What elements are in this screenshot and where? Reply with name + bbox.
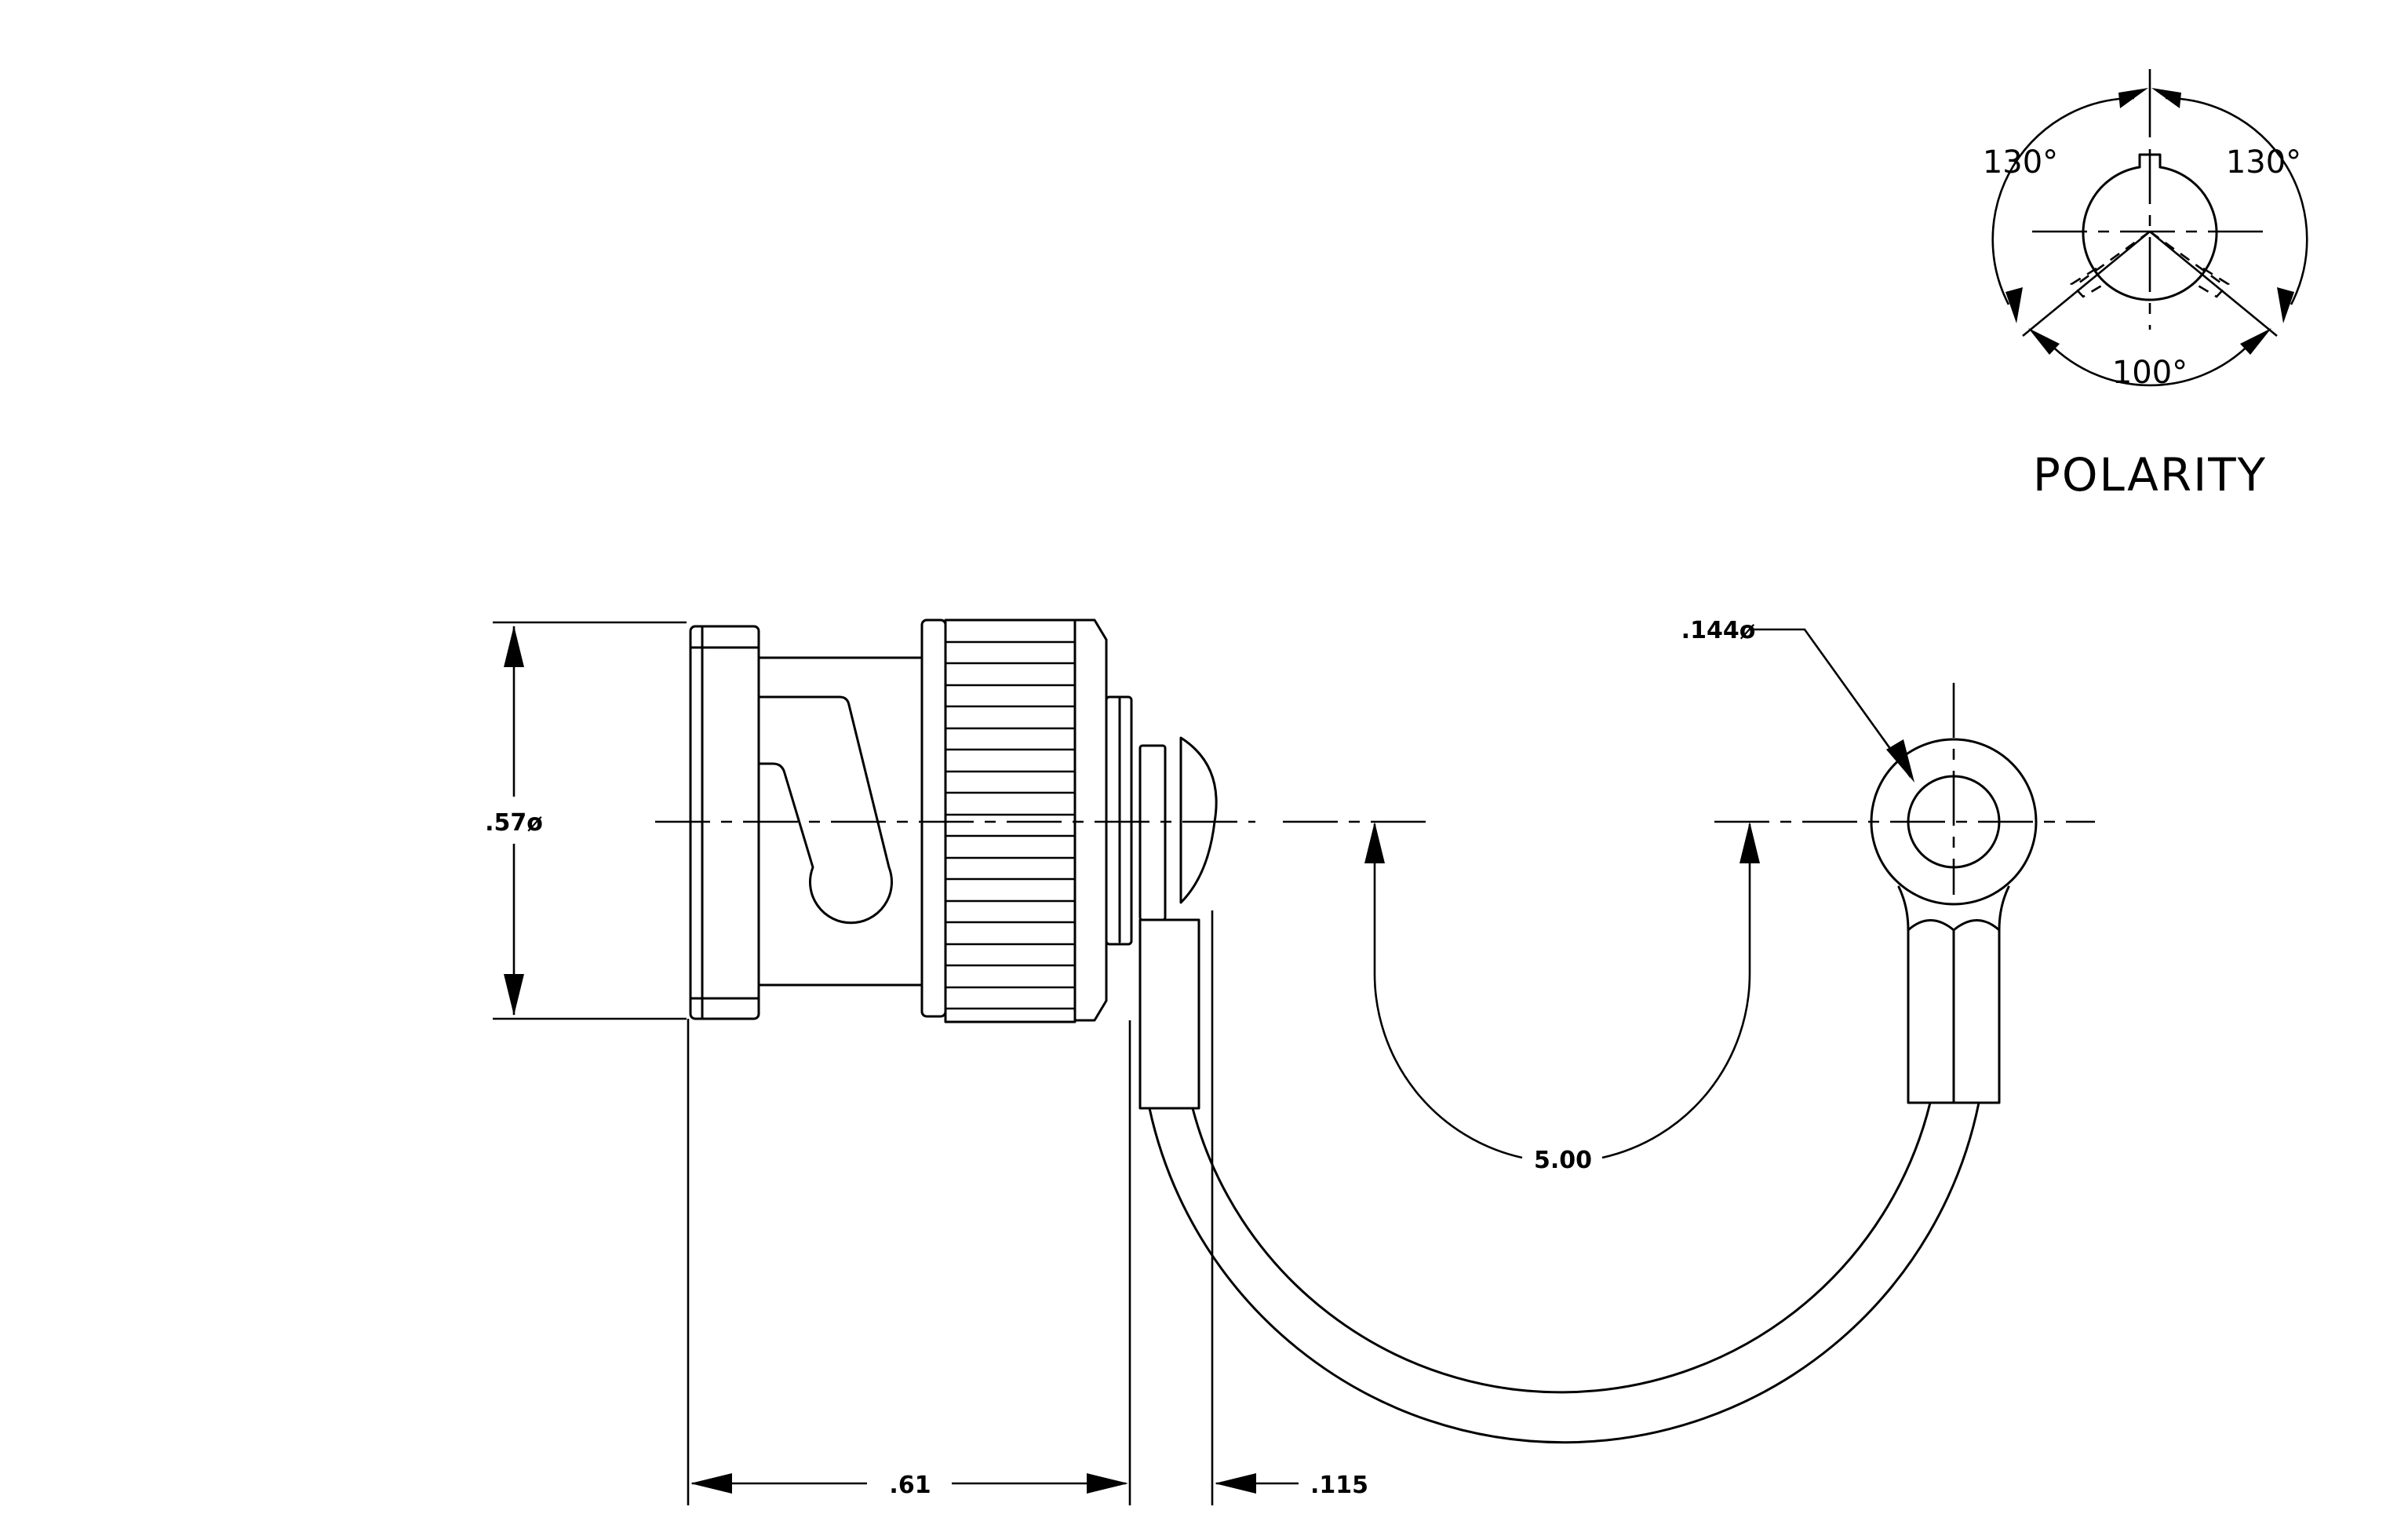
dimensions: .57ø .61 .115 5.00 .144ø: [485, 617, 1914, 1505]
dim-chain-arc-left: [1373, 824, 1523, 1159]
polarity-angle-right-label: 130°: [2226, 144, 2301, 181]
strap-inner: [1191, 1101, 1932, 1394]
knurl-lines: [945, 640, 1075, 1010]
polarity-angle-left-label: 130°: [1983, 144, 2058, 181]
rear-boss: [1105, 695, 1133, 946]
strap-outer: [1148, 1101, 1980, 1444]
polarity-arc-right: [2165, 97, 2308, 305]
front-ring: [689, 625, 760, 1020]
bnc-cap-assembly: [655, 618, 2095, 1444]
cap-dome: [1179, 736, 1218, 904]
polarity-angle-bottom-label: 100°: [2112, 355, 2188, 391]
polarity-arc-left: [1991, 97, 2135, 305]
dim-chain-arc-right: [1601, 824, 1751, 1159]
ring-terminal: [1870, 738, 2038, 906]
polarity-arc-bottom: [2043, 337, 2257, 387]
cap-body: [1138, 744, 1167, 921]
dim-cap-thickness: .115: [1310, 1472, 1368, 1499]
dim-diameter-body: .57ø: [485, 809, 543, 837]
knurled-nut: [944, 618, 1076, 1023]
dim-chain-length: 5.00: [1534, 1147, 1592, 1174]
polarity-title: POLARITY: [2033, 448, 2267, 502]
dim-ring-hole: .144ø: [1681, 617, 1756, 644]
cap-tab: [1138, 918, 1200, 1110]
dim-length-body: .61: [889, 1472, 931, 1499]
nut-flange-left: [920, 618, 947, 1018]
bayonet-slot: [757, 695, 893, 925]
polarity-view: 130° 130° 100° POLARITY: [1983, 69, 2308, 502]
nut-flange-right: [1073, 618, 1108, 1022]
polarity-key-circle: [2082, 166, 2218, 301]
